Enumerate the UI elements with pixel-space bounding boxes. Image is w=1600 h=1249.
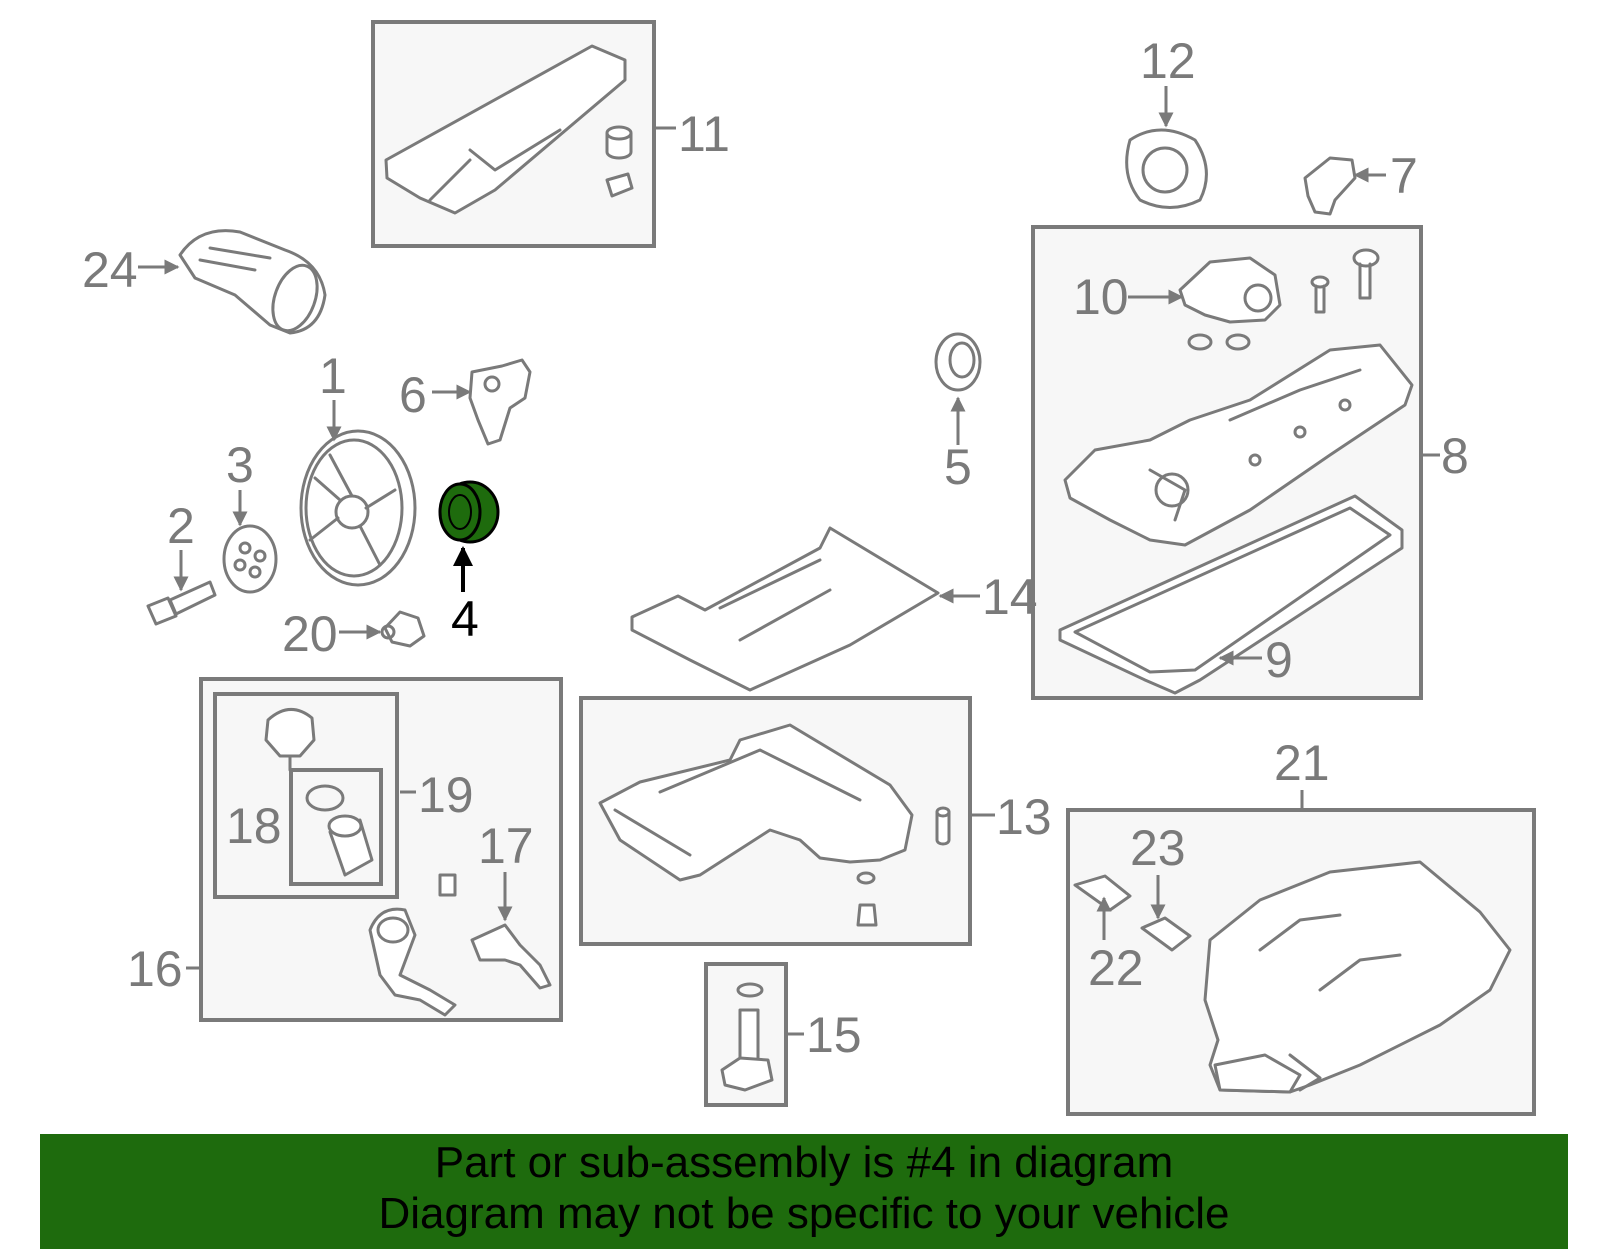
part-5-seal: [934, 332, 982, 392]
part-20-sensor: [380, 610, 426, 648]
part-14-plate: [630, 526, 940, 692]
callout-1: 1: [319, 348, 347, 404]
callout-3: 3: [226, 437, 254, 493]
callout-12: 12: [1140, 33, 1196, 89]
leader-lines: [138, 86, 1440, 1036]
part-11-cover: [384, 44, 634, 215]
part-18-filter-element: [305, 784, 374, 877]
group-box-18: [289, 768, 383, 886]
callout-23: 23: [1130, 820, 1186, 876]
callout-11: 11: [678, 106, 730, 162]
callout-4: 4: [451, 591, 479, 647]
part-2-bolt: [146, 580, 217, 626]
callout-19: 19: [418, 767, 474, 823]
callout-17: 17: [478, 818, 534, 874]
callout-8: 8: [1441, 428, 1469, 484]
callout-9: 9: [1265, 632, 1293, 688]
part-23-label: [1140, 916, 1192, 952]
part-9-gasket: [1058, 494, 1404, 695]
part-17-bracket: [470, 923, 552, 990]
callout-21: 21: [1274, 735, 1330, 791]
part-15-sensor: [720, 982, 774, 1092]
banner-line-part-number: Part or sub-assembly is #4 in diagram: [434, 1138, 1174, 1187]
part-6-sensor: [468, 358, 532, 446]
callout-6: 6: [399, 367, 427, 423]
info-banner: Part or sub-assembly is #4 in diagram Di…: [40, 1134, 1568, 1249]
part-4-seal-highlighted: [438, 480, 500, 544]
part-3-plate: [222, 524, 278, 594]
group-box-19: [213, 692, 399, 899]
callout-2: 2: [167, 498, 195, 554]
part-16-housing: [368, 873, 457, 1017]
part-8-valve-cover: [1063, 343, 1414, 547]
part-10-valve: [1178, 248, 1380, 351]
callout-24: 24: [82, 242, 138, 298]
part-13-oil-pan: [598, 723, 951, 927]
part-7-sensor: [1303, 156, 1357, 216]
part-12-gasket: [1125, 128, 1208, 209]
part-1-pulley: [299, 429, 417, 587]
callout-5: 5: [944, 439, 972, 495]
callout-20: 20: [282, 606, 338, 662]
callout-7: 7: [1390, 148, 1418, 204]
callout-10: 10: [1073, 269, 1129, 325]
part-21-engine-cover: [1203, 860, 1512, 1094]
part-19-filter-cap: [264, 708, 316, 772]
callout-13: 13: [996, 789, 1052, 845]
callout-22: 22: [1088, 940, 1144, 996]
callout-16: 16: [127, 941, 183, 997]
callout-18: 18: [226, 798, 282, 854]
callout-15: 15: [806, 1007, 862, 1063]
part-24-intake-boot: [178, 229, 327, 335]
callout-14: 14: [982, 569, 1038, 625]
banner-line-disclaimer: Diagram may not be specific to your vehi…: [378, 1189, 1230, 1238]
